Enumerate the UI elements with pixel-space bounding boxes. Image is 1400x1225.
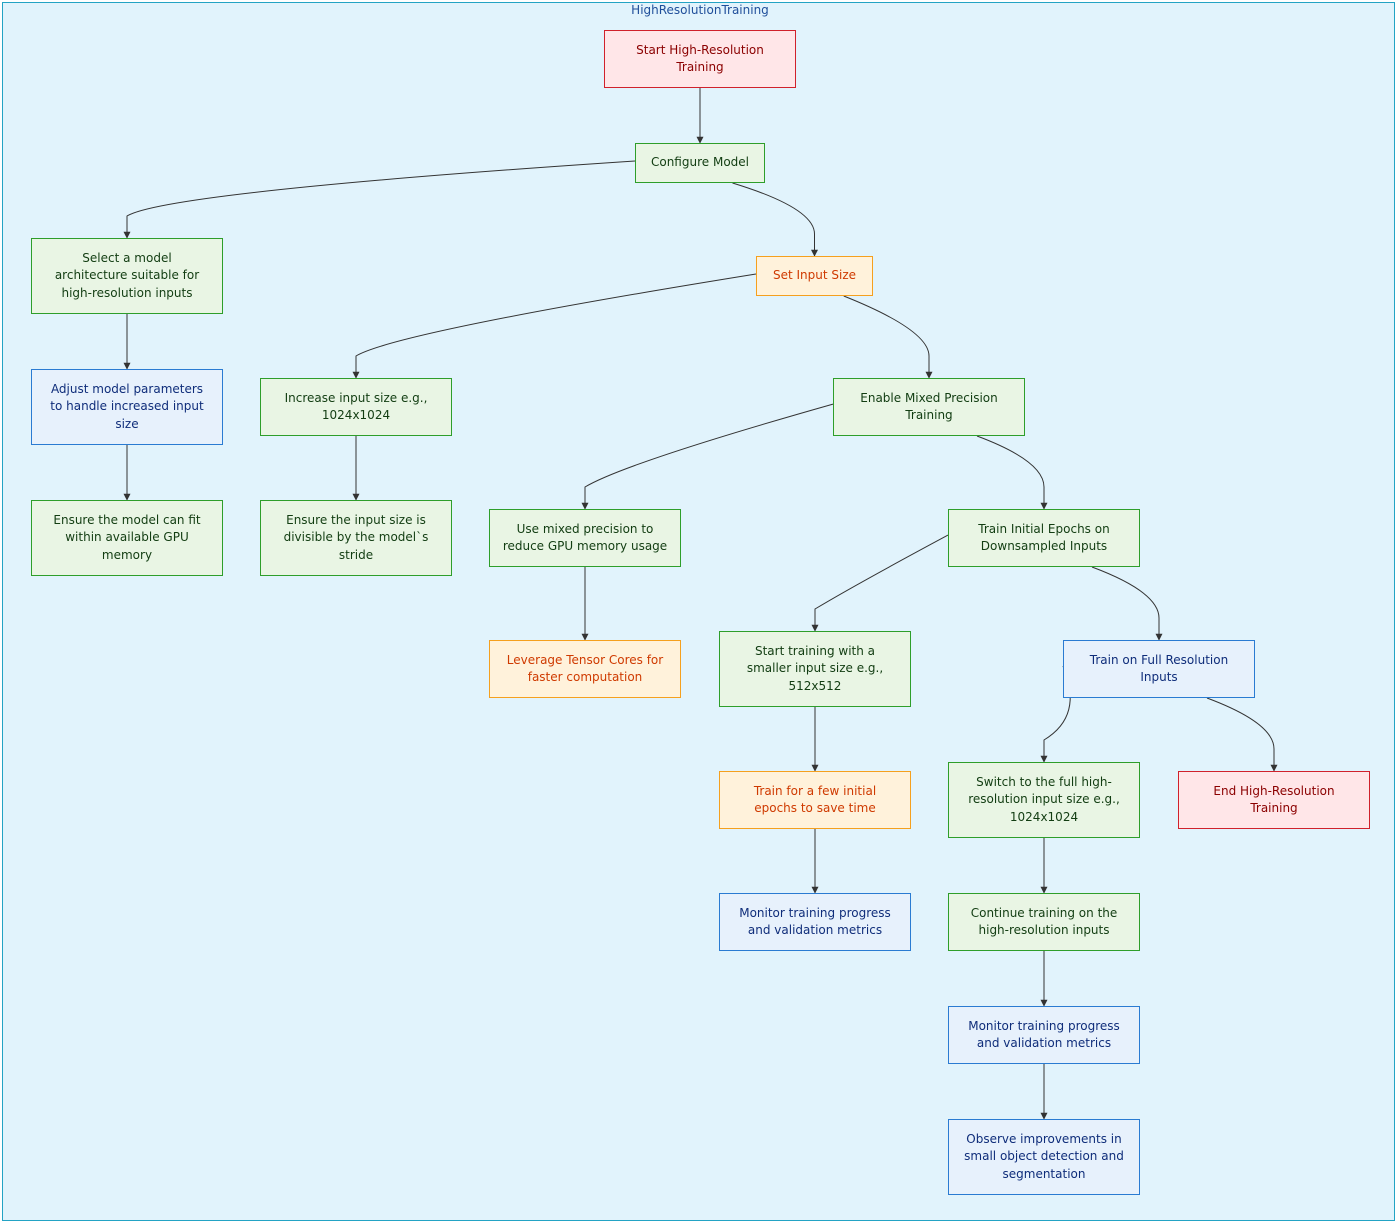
edge-set-input-to-mixed-precision <box>843 295 933 379</box>
edge-set-input-to-increase-input <box>352 273 757 379</box>
edge-configure-to-select-arch <box>123 160 636 239</box>
edge-configure-to-set-input <box>732 182 818 257</box>
edge-train-full-to-end <box>1206 697 1278 772</box>
edge-train-initial-to-train-full <box>1091 566 1163 641</box>
edge-mixed-precision-to-train-initial <box>976 435 1048 510</box>
node-label: Switch to the full high-resolution input… <box>968 774 1120 824</box>
node-label: Set Input Size <box>772 268 857 283</box>
node-set-input: Set Input Size <box>756 256 873 296</box>
node-label: Configure Model <box>650 155 749 170</box>
node-increase-input: Increase input size e.g.,1024x1024 <box>260 378 452 436</box>
edge-mixed-precision-to-use-mixed <box>581 403 834 510</box>
subgraph-title: HighResolutionTraining <box>631 3 769 17</box>
node-label: Increase input size e.g.,1024x1024 <box>284 390 428 423</box>
node-switch-full: Switch to the full high-resolution input… <box>948 762 1140 838</box>
node-configure: Configure Model <box>635 143 765 183</box>
edge-train-initial-to-start-small <box>811 534 949 632</box>
